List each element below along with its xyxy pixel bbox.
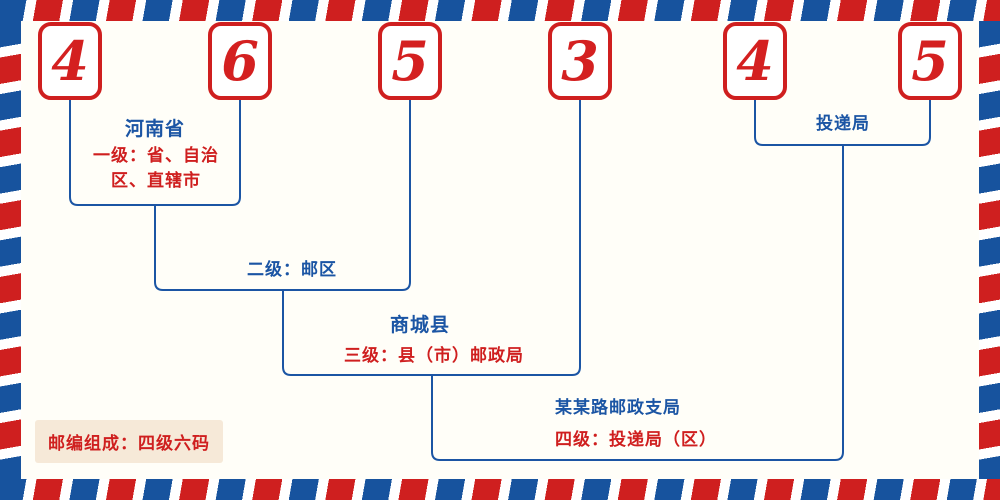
airmail-border-bottom	[0, 479, 1000, 500]
digit-box-1: 4	[38, 22, 102, 100]
county-name-label: 商城县	[389, 314, 450, 336]
digit-box-6: 5	[898, 22, 962, 100]
level4-desc-label: 四级：投递局（区）	[555, 430, 717, 450]
level2-desc-label: 二级：邮区	[247, 260, 337, 280]
level3-desc-label: 三级：县（市）邮政局	[344, 346, 524, 366]
province-name-label: 河南省	[124, 118, 185, 140]
footer-note-badge: 邮编组成：四级六码	[35, 420, 223, 463]
airmail-border-left	[0, 21, 21, 479]
digit-box-3: 5	[378, 22, 442, 100]
branch-name-label: 某某路邮政支局	[555, 398, 681, 418]
digit-box-4: 3	[548, 22, 612, 100]
airmail-border-top	[0, 0, 1000, 21]
digit-box-2: 6	[208, 22, 272, 100]
delivery-office-label: 投递局	[816, 114, 870, 134]
airmail-border-right	[979, 21, 1000, 479]
digit-box-5: 4	[723, 22, 787, 100]
level1-desc-label: 一级：省、自治区、直辖市	[93, 146, 219, 191]
